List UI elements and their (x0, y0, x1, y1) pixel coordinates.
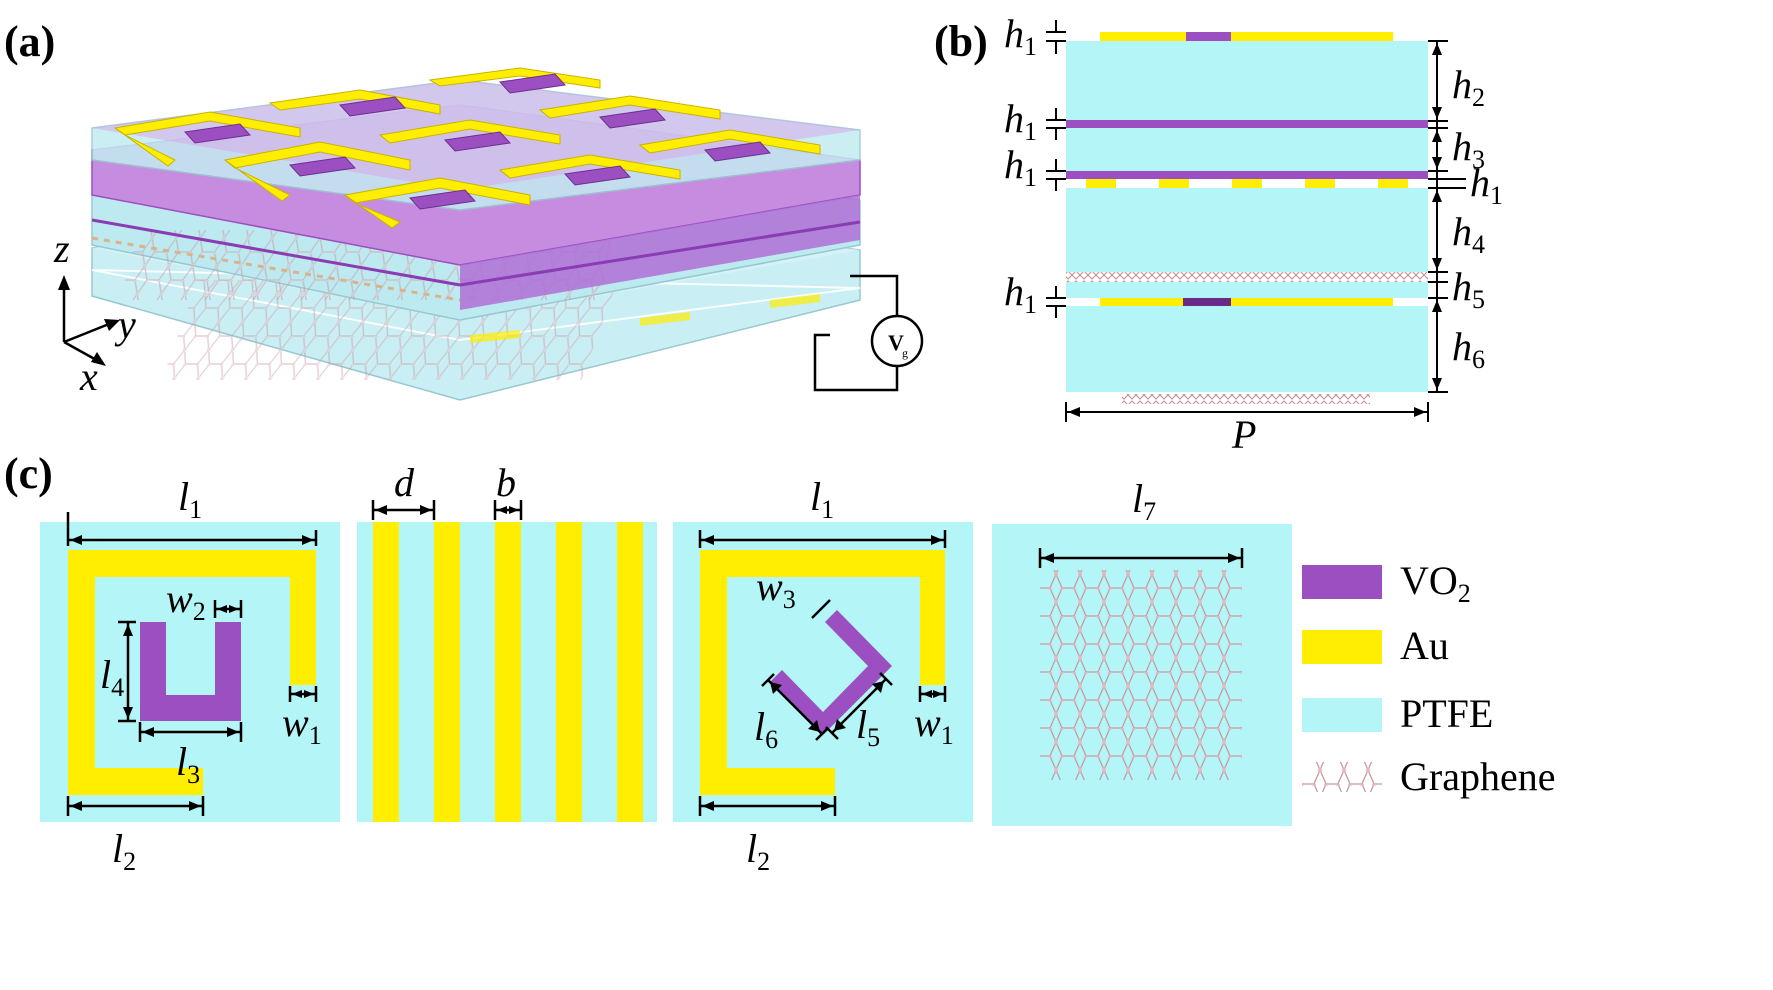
label-h1-b: h (1004, 96, 1024, 141)
voltage-source-icon (870, 314, 924, 368)
legend-swatch-au (1302, 630, 1382, 664)
label-w3: w (756, 564, 783, 609)
label-w1-b: w (914, 700, 941, 745)
label-h4: h (1452, 209, 1472, 254)
label-l6: l (754, 704, 765, 749)
panel-b-cross-section (1046, 20, 1466, 422)
ptfe-layer-h5 (1066, 282, 1428, 298)
svg-text:h1: h1 (1004, 269, 1037, 319)
svg-text:l2: l2 (112, 826, 136, 876)
axis-z-label: z (53, 226, 70, 271)
panel-a-3d-structure: V g (91, 67, 924, 401)
vo2-l-shape (770, 610, 892, 735)
label-l4: l (100, 652, 111, 697)
label-d: d (394, 460, 415, 505)
unit-cell-middle-layer: l1 l2 w3 l6 l5 w1 (673, 474, 973, 876)
axis-y-label: y (114, 302, 136, 347)
svg-text:l1: l1 (178, 474, 202, 524)
svg-text:h2: h2 (1452, 62, 1485, 112)
graphene-layer-2 (1122, 394, 1370, 404)
label-h1-e: h (1470, 160, 1490, 205)
ptfe-layer-h6 (1066, 306, 1428, 392)
svg-text:l1: l1 (810, 474, 834, 524)
au-spiral-ring (68, 550, 316, 795)
label-l2-a: l (112, 826, 123, 871)
ptfe-layer-h4 (1066, 188, 1428, 272)
label-h5: h (1452, 264, 1472, 309)
svg-text:h1: h1 (1004, 11, 1037, 61)
svg-text:l7: l7 (1132, 476, 1156, 526)
vo2-u-shape (140, 622, 241, 721)
svg-text:l5: l5 (856, 702, 880, 752)
voltage-source-label: V (888, 330, 904, 355)
ptfe-layer-h2 (1066, 41, 1428, 121)
ptfe-layer-h3 (1066, 128, 1428, 171)
label-l3: l (176, 739, 187, 784)
svg-text:h3: h3 (1452, 124, 1485, 174)
vo2-film-1 (1066, 120, 1428, 128)
panel-label-c: (c) (4, 449, 53, 498)
svg-text:w2: w2 (166, 576, 206, 626)
panel-label-b: (b) (934, 17, 988, 66)
panel-label-a: (a) (4, 17, 55, 66)
label-P: P (1231, 412, 1256, 457)
legend-label-graphene: Graphene (1400, 754, 1555, 799)
label-h3: h (1452, 124, 1472, 169)
mid-vo2-segment (1183, 298, 1231, 306)
legend-swatch-ptfe (1302, 698, 1382, 732)
label-l2-b: l (746, 826, 757, 871)
legend-graphene-icon (1302, 762, 1382, 792)
top-vo2-segment (1186, 32, 1231, 41)
svg-text:w3: w3 (756, 564, 796, 614)
label-l1-b: l (810, 474, 821, 519)
panel-b-labels: h1 h1 h1 h1 h1 h2 h3 h4 h5 h6 P (1004, 11, 1503, 457)
svg-text:h6: h6 (1452, 324, 1485, 374)
voltage-source-sub: g (902, 346, 908, 360)
label-l1-a: l (178, 474, 189, 519)
legend-label-ptfe: PTFE (1400, 691, 1493, 736)
axis-x-label: x (79, 354, 98, 399)
graphene-layer-1 (1066, 272, 1428, 282)
label-h6: h (1452, 324, 1472, 369)
label-h1-c: h (1004, 142, 1024, 187)
unit-cell-top-layer: l1 l2 l3 l4 w2 w1 (40, 474, 340, 876)
top-resonator-array (113, 67, 821, 229)
vo2-e-elements (183, 73, 772, 210)
label-b: b (496, 460, 516, 505)
svg-text:VO2: VO2 (1400, 558, 1471, 608)
graphene-hex-lattice (1040, 570, 1242, 780)
label-h1-a: h (1004, 11, 1024, 56)
svg-text:w1: w1 (282, 700, 322, 750)
vo2-film-2 (1066, 171, 1428, 179)
coordinate-axes: z y x (53, 226, 136, 399)
top-au-layer (1100, 32, 1393, 41)
svg-text:h1: h1 (1004, 142, 1037, 192)
label-h2: h (1452, 62, 1472, 107)
svg-text:l3: l3 (176, 739, 200, 789)
label-w2: w (166, 576, 193, 621)
au-grating (1086, 179, 1408, 188)
svg-text:h5: h5 (1452, 264, 1485, 314)
unit-cell-grating-layer: d b (357, 460, 657, 822)
svg-text:h1: h1 (1470, 160, 1503, 210)
unit-cell-graphene-layer: l7 (992, 476, 1292, 826)
svg-text:h4: h4 (1452, 209, 1485, 259)
svg-text:h1: h1 (1004, 96, 1037, 146)
legend-swatch-vo2 (1302, 565, 1382, 599)
legend-label-au: Au (1400, 623, 1449, 668)
legend: VO2 Au PTFE Graphene (1302, 558, 1555, 799)
au-spiral-ring-2 (700, 550, 945, 795)
legend-label-vo2: VO (1400, 558, 1458, 603)
label-w1-a: w (282, 700, 309, 745)
label-l7: l (1132, 476, 1143, 521)
svg-text:w1: w1 (914, 700, 954, 750)
label-l5: l (856, 702, 867, 747)
svg-text:l2: l2 (746, 826, 770, 876)
mid-au-layer (1100, 298, 1393, 306)
svg-text:l6: l6 (754, 704, 778, 754)
svg-text:l4: l4 (100, 652, 124, 702)
h1-markers-left (1046, 20, 1466, 318)
label-h1-d: h (1004, 269, 1024, 314)
